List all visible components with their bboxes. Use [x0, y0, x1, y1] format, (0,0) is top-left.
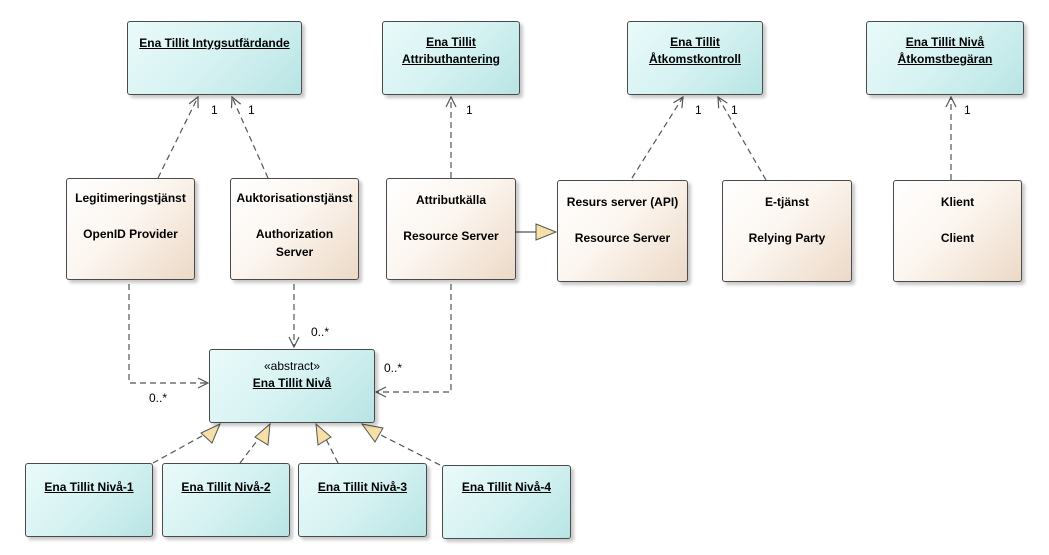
level-niva-4[interactable]: Ena Tillit Nivå-4 — [442, 465, 571, 539]
level-niva-1[interactable]: Ena Tillit Nivå-1 — [25, 463, 153, 537]
generalization-arrowhead-2 — [254, 422, 271, 446]
component-resursserver[interactable]: Resurs server (API) Resource Server — [557, 180, 688, 282]
realization-auktorisation — [232, 97, 269, 179]
generalization-niva4 — [372, 430, 441, 466]
interface-title-line2: Åtkomstbegäran — [897, 52, 993, 66]
component-role-line2: Server — [275, 245, 314, 259]
stereotype-label: «abstract» — [263, 359, 321, 373]
level-title: Ena Tillit Nivå-2 — [181, 480, 271, 494]
association-attributkalla-niva — [376, 284, 452, 392]
component-role-line1: Authorization — [255, 227, 334, 241]
level-title: Ena Tillit Nivå-3 — [317, 480, 408, 494]
component-name: Legitimeringstjänst — [75, 191, 186, 205]
component-name: Auktorisationstjänst — [236, 191, 353, 205]
level-niva-3[interactable]: Ena Tillit Nivå-3 — [298, 463, 427, 537]
component-attributkalla[interactable]: Attributkälla Resource Server — [386, 178, 516, 280]
association-legitimering-niva — [128, 284, 208, 383]
level-niva-2[interactable]: Ena Tillit Nivå-2 — [162, 463, 290, 537]
generalization-arrowhead-4 — [360, 423, 384, 443]
generalization-niva1 — [152, 430, 212, 464]
interface-intygsutfardande[interactable]: Ena Tillit Intygsutfärdande — [127, 21, 302, 95]
component-legitimering[interactable]: Legitimeringstjänst OpenID Provider — [66, 178, 195, 280]
component-role: Client — [940, 231, 975, 245]
multiplicity-label: 0..* — [311, 325, 330, 339]
flow-arrowhead — [535, 223, 558, 241]
component-klient[interactable]: Klient Client — [893, 180, 1022, 282]
generalization-arrowhead-3 — [315, 422, 332, 446]
abstract-class-name: Ena Tillit Nivå — [252, 376, 332, 390]
multiplicity-label: 1 — [248, 103, 255, 117]
interface-title: Ena Tillit Intygsutfärdande — [139, 36, 290, 50]
abstract-class-ena-tillit-niva[interactable]: «abstract» Ena Tillit Nivå — [209, 349, 375, 423]
component-name: Resurs server (API) — [566, 195, 679, 209]
component-name: E-tjänst — [764, 195, 809, 209]
interface-atkomstkontroll[interactable]: Ena Tillit Åtkomstkontroll — [627, 21, 763, 95]
interface-title-line2: Åtkomstkontroll — [648, 52, 741, 66]
multiplicity-label: 0..* — [149, 391, 168, 405]
interface-title-line2: Attributhantering — [402, 52, 500, 66]
interface-title-line1: Ena Tillit — [426, 35, 476, 49]
interface-title-line1: Ena Tillit Nivå — [905, 35, 985, 49]
interface-attributhantering[interactable]: Ena Tillit Attributhantering — [382, 21, 520, 95]
component-role: Resource Server — [574, 231, 671, 245]
component-name: Attributkälla — [415, 193, 486, 207]
component-role: Relying Party — [748, 231, 826, 245]
interface-atkomstbegaran[interactable]: Ena Tillit Nivå Åtkomstbegäran — [866, 21, 1024, 95]
generalization-arrowhead-1 — [200, 422, 221, 444]
level-title: Ena Tillit Nivå-1 — [44, 480, 134, 494]
multiplicity-label: 0..* — [384, 361, 403, 375]
realization-resursserver — [631, 97, 683, 179]
generalization-niva3 — [322, 432, 339, 464]
interface-title-line1: Ena Tillit — [670, 35, 720, 49]
realization-etjanst — [718, 97, 767, 181]
multiplicity-label: 1 — [731, 103, 738, 117]
component-auktorisation[interactable]: Auktorisationstjänst Authorization Serve… — [230, 178, 359, 280]
multiplicity-label: 1 — [695, 103, 702, 117]
component-etjanst[interactable]: E-tjänst Relying Party — [722, 180, 852, 282]
component-role: Resource Server — [403, 229, 499, 243]
level-title: Ena Tillit Nivå-4 — [461, 480, 552, 494]
multiplicity-label: 1 — [466, 103, 473, 117]
realization-legitimering — [157, 97, 198, 179]
multiplicity-label: 1 — [964, 103, 971, 117]
multiplicity-label: 1 — [211, 103, 218, 117]
component-name: Klient — [940, 195, 975, 209]
component-role: OpenID Provider — [83, 227, 178, 241]
